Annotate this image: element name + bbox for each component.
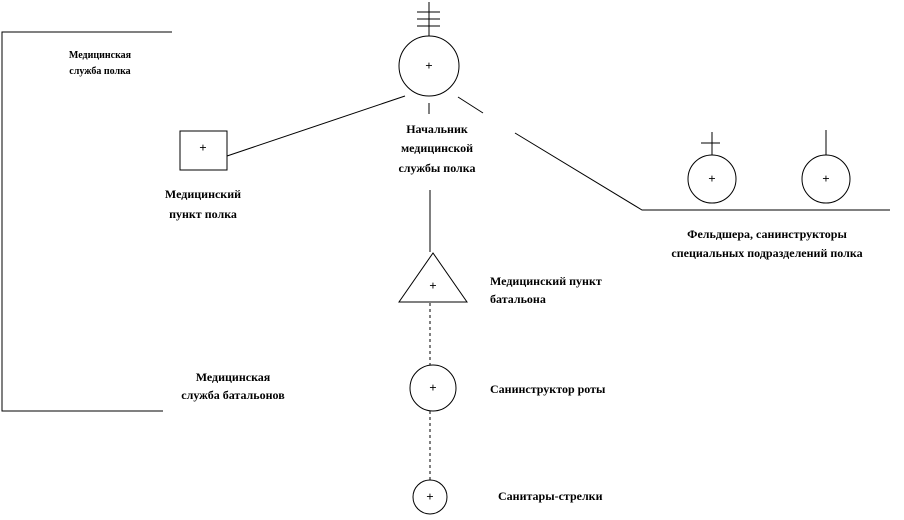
battalion-service-label-1: Медицинская <box>196 370 271 384</box>
battalion-post-symbol <box>398 252 468 303</box>
regiment-service-label-1: Медицинская <box>69 50 132 61</box>
paramedic-symbol: + <box>687 132 737 204</box>
connector-line <box>514 132 890 211</box>
regiment-post-symbol <box>179 130 228 171</box>
battalion-post-label-1: Медицинский пункт <box>490 274 602 288</box>
paramedics-label-1: Фельдшера, санинструкторы <box>687 227 847 241</box>
plus-icon: + <box>708 171 715 186</box>
regiment-post-label-2: пункт полка <box>169 207 237 221</box>
company-medic-symbol <box>409 364 457 412</box>
regiment-post-label-1: Медицинский <box>165 187 241 201</box>
stretcher-bearers-label: Санитары-стрелки <box>498 489 603 503</box>
paramedics-label-2: специальных подразделений полка <box>671 246 862 260</box>
medic-symbol: + <box>801 130 851 204</box>
plus-icon: + <box>822 171 829 186</box>
connector-line <box>226 95 406 157</box>
battalion-service-label-2: служба батальонов <box>181 388 285 402</box>
chief-symbol: + <box>398 2 460 114</box>
regiment-service-label-2: служба полка <box>69 66 130 77</box>
company-medic-label: Санинструктор роты <box>490 382 606 396</box>
connector-line <box>457 96 484 114</box>
plus-icon: + <box>429 380 436 395</box>
chief-label-1: Начальник <box>406 122 468 136</box>
plus-icon: + <box>425 58 432 73</box>
chief-label-2: медицинской <box>401 141 473 155</box>
regiment-bracket <box>1 31 172 412</box>
plus-icon: + <box>429 278 436 293</box>
plus-icon: + <box>199 140 206 155</box>
battalion-post-label-2: батальона <box>490 292 546 306</box>
stretcher-bearer-symbol <box>412 479 448 515</box>
plus-icon: + <box>426 489 433 504</box>
chief-label-3: службы полка <box>398 161 475 175</box>
